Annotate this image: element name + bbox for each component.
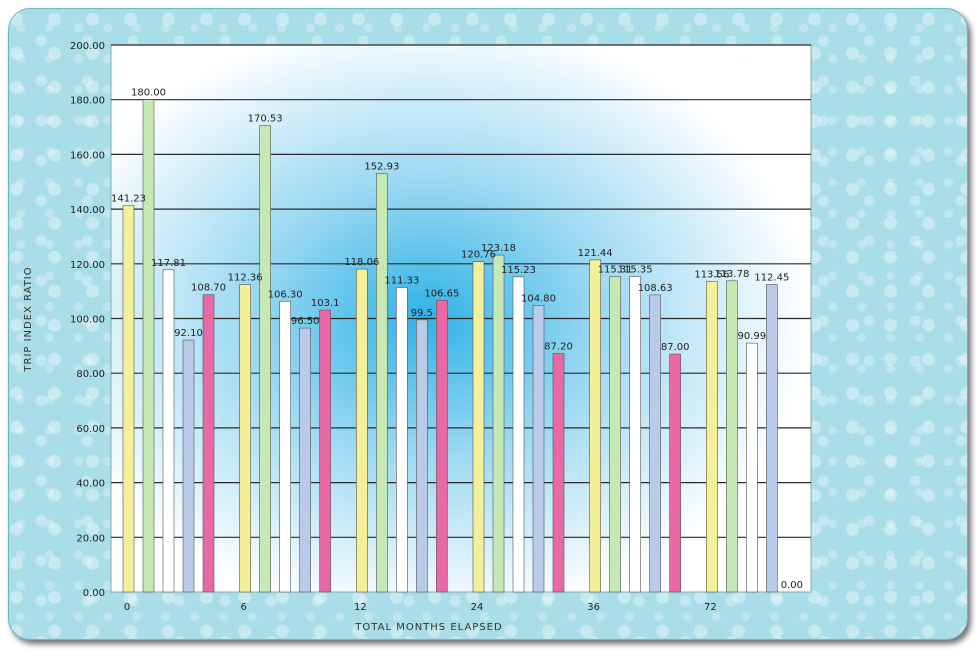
y-tick-labels: 0.00 20.00 40.00 60.00 80.00 100.00 120.00 140.… — [70, 41, 105, 599]
x-tick-label: 12 — [354, 602, 367, 613]
data-label: 170.53 — [248, 114, 283, 125]
bar — [669, 353, 681, 593]
bar — [259, 125, 271, 593]
data-label: 90.99 — [738, 331, 767, 342]
bar — [416, 319, 428, 593]
bar — [239, 284, 251, 593]
data-label: 103.1 — [311, 298, 340, 309]
y-tick-label: 40.00 — [76, 479, 105, 490]
bar — [726, 280, 738, 593]
bar — [319, 309, 331, 593]
data-label: 108.70 — [191, 283, 226, 294]
data-label: 96.50 — [291, 316, 320, 327]
bar — [202, 294, 215, 593]
y-tick-label: 20.00 — [76, 533, 105, 544]
data-label: 106.65 — [424, 288, 459, 299]
bar — [609, 276, 621, 593]
data-label: 108.63 — [638, 283, 673, 294]
data-label: 123.18 — [481, 243, 516, 254]
x-tick-label: 72 — [704, 602, 717, 613]
bar — [532, 305, 545, 593]
data-label: 120.76 — [461, 250, 496, 261]
data-label: 121.44 — [578, 248, 613, 259]
x-tick-label: 24 — [471, 602, 484, 613]
data-label: 117.81 — [151, 258, 186, 269]
bar — [182, 339, 195, 593]
y-tick-label: 100.00 — [70, 315, 105, 326]
bar — [589, 259, 601, 593]
bar — [512, 276, 525, 593]
y-tick-label: 160.00 — [70, 150, 105, 161]
data-label: 115.23 — [501, 265, 536, 276]
x-tick-label: 6 — [240, 602, 246, 613]
y-axis-title: TRIP INDEX RATIO — [23, 266, 34, 372]
bar — [492, 254, 505, 593]
data-label: 113.56 — [694, 269, 729, 280]
x-tick-label: 36 — [587, 602, 600, 613]
bar — [376, 173, 388, 593]
bar — [706, 281, 718, 593]
data-label: 118.06 — [344, 257, 379, 268]
y-tick-label: 0.00 — [83, 588, 105, 599]
data-label: 113.78 — [714, 269, 749, 280]
data-label: 92.10 — [174, 328, 203, 339]
data-label: 141.23 — [111, 194, 146, 205]
data-label: 87.20 — [544, 342, 573, 353]
data-label: 104.80 — [521, 293, 556, 304]
data-label: 112.45 — [754, 272, 789, 283]
bar — [396, 287, 408, 593]
bar — [162, 269, 175, 593]
bars — [122, 99, 778, 593]
bar — [629, 276, 641, 593]
data-label: 111.33 — [384, 276, 419, 287]
data-label: 0.00 — [781, 580, 803, 591]
y-tick-label: 140.00 — [70, 205, 105, 216]
bar — [299, 327, 311, 593]
data-label: 152.93 — [364, 162, 399, 173]
bar — [356, 268, 368, 593]
y-tick-label: 80.00 — [76, 369, 105, 380]
bar — [746, 342, 758, 593]
data-label: 99.5 — [411, 308, 433, 319]
y-tick-label: 120.00 — [70, 260, 105, 271]
bar — [436, 300, 448, 593]
data-label: 87.00 — [661, 342, 690, 353]
bar — [649, 294, 661, 593]
y-tick-label: 180.00 — [70, 96, 105, 107]
x-tick-labels: 0 6 12 24 36 72 — [124, 602, 717, 613]
gridlines — [111, 44, 811, 538]
data-label: 115.35 — [618, 265, 653, 276]
data-label: 112.36 — [228, 273, 263, 284]
y-tick-label: 60.00 — [76, 424, 105, 435]
data-label: 180.00 — [131, 88, 166, 99]
bar — [552, 353, 565, 593]
bar — [122, 205, 135, 593]
bar — [142, 99, 155, 593]
bar — [472, 261, 485, 593]
x-tick-label: 0 — [124, 602, 130, 613]
x-axis-title: TOTAL MONTHS ELAPSED — [354, 622, 502, 633]
data-label: 115.31 — [598, 265, 633, 276]
data-label: 106.30 — [268, 289, 303, 300]
bar — [766, 284, 778, 593]
y-tick-label: 200.00 — [70, 41, 105, 52]
bar — [279, 300, 291, 593]
